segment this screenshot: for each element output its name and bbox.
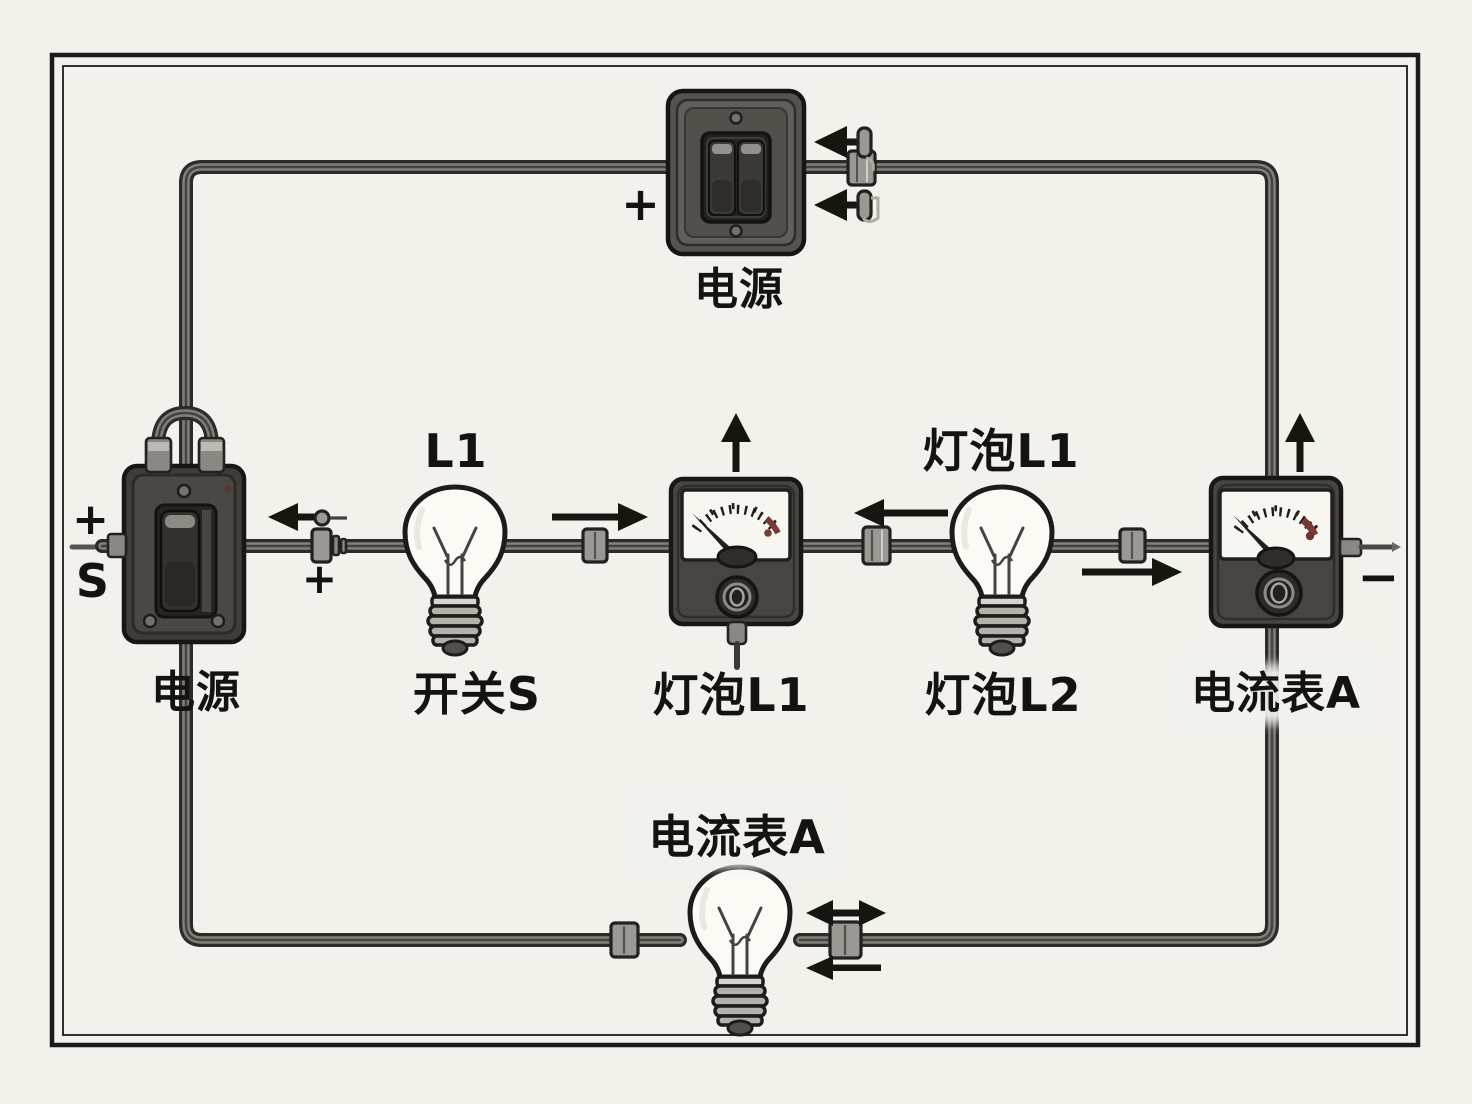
terminal-plus-sign: + <box>301 554 339 603</box>
bulb-icon <box>952 487 1052 655</box>
ammeter-icon <box>668 476 804 670</box>
ammeter2-minus-sign: − <box>1357 548 1401 606</box>
arrow-left-icon <box>268 503 347 531</box>
bulb1-top-label: L1 <box>424 424 488 478</box>
screw-icon <box>729 224 743 238</box>
battery-label: 电源 <box>151 667 241 718</box>
wire-connector <box>828 920 863 960</box>
wire-connector <box>609 921 640 959</box>
arrow-left-icon <box>814 126 875 172</box>
middle-wire <box>69 546 1350 547</box>
arrow-left-icon <box>814 189 880 223</box>
wire-connector <box>1118 527 1147 564</box>
screw-icon <box>176 483 192 499</box>
arrow-left-icon <box>806 956 881 980</box>
arrow-left-icon <box>854 499 948 527</box>
top-switch-plus-sign: + <box>621 177 661 231</box>
bulb-icon <box>405 487 505 655</box>
battery-switch-icon <box>106 413 247 645</box>
bulb2-top-label: 灯泡L1 <box>922 424 1080 478</box>
arrow-right-icon <box>1082 558 1182 586</box>
battery-s-label: S <box>75 554 111 608</box>
arrows <box>268 126 1315 980</box>
wire-connector <box>581 527 609 564</box>
top-switch-label: 电源 <box>694 264 784 315</box>
screw-icon <box>729 111 743 125</box>
battery-plus-sign: + <box>72 494 110 545</box>
screw-icon <box>210 613 226 629</box>
arrow-double-horizontal-icon <box>806 900 886 926</box>
bulb1-bottom-label: 开关S <box>412 667 542 721</box>
ammeter2-label: 电流表A <box>1184 672 1368 716</box>
terminal <box>106 532 128 559</box>
ammeter1-label: 灯泡L1 <box>652 668 810 722</box>
bulb2-bottom-label: 灯泡L2 <box>924 668 1082 722</box>
wire-connector <box>861 525 892 566</box>
bulb-icon <box>690 867 790 1035</box>
ammeter-icon <box>1208 475 1401 629</box>
bottom-bulb-label: 电流表A <box>642 814 832 860</box>
rocker-switch-icon <box>665 88 807 257</box>
arrow-right-icon <box>552 503 648 531</box>
arrow-up-icon <box>721 413 751 472</box>
arrow-up-icon <box>1285 413 1315 472</box>
screw-icon <box>142 613 158 629</box>
wire-connector <box>310 527 348 564</box>
